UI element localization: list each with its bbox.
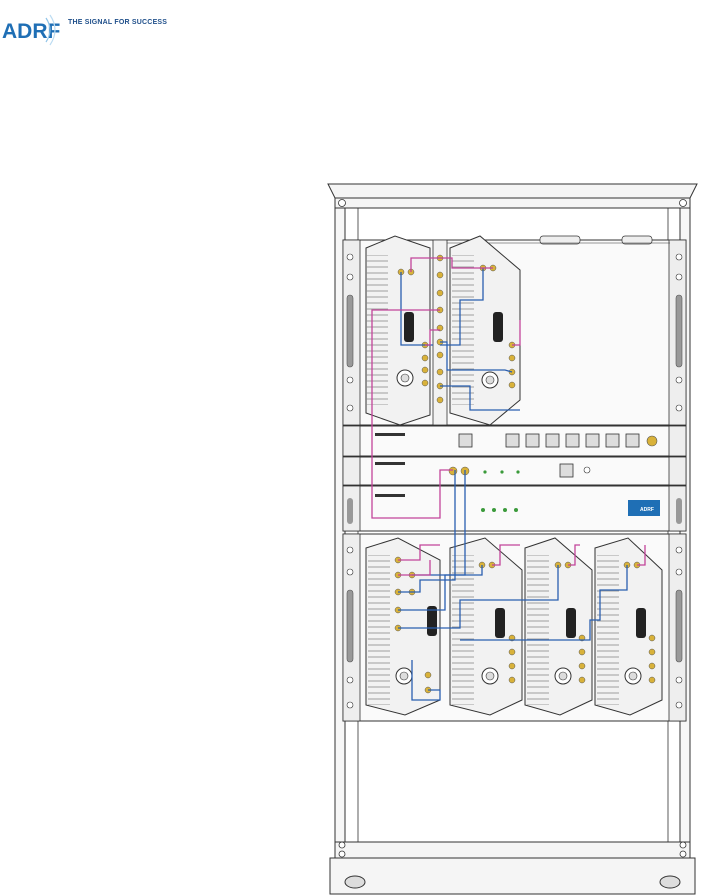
rf-connector-panel [343, 426, 686, 456]
lower-module-4 [595, 538, 662, 715]
upper-splitter-strip [433, 240, 447, 425]
rack-base [330, 842, 695, 894]
rack-bolt-icon [680, 200, 687, 207]
rack-bolt-icon [339, 200, 346, 207]
foot-icon [345, 876, 365, 888]
lower-module-1 [366, 538, 440, 715]
monitor-unit [343, 457, 686, 485]
badge-text: ADRF [640, 507, 654, 513]
headend-unit: ADRF [343, 486, 686, 531]
lower-module-3 [525, 538, 592, 715]
foot-icon [660, 876, 680, 888]
lower-module-2 [450, 538, 522, 715]
rack-top-frame [328, 184, 697, 208]
upper-module-1 [366, 236, 430, 425]
